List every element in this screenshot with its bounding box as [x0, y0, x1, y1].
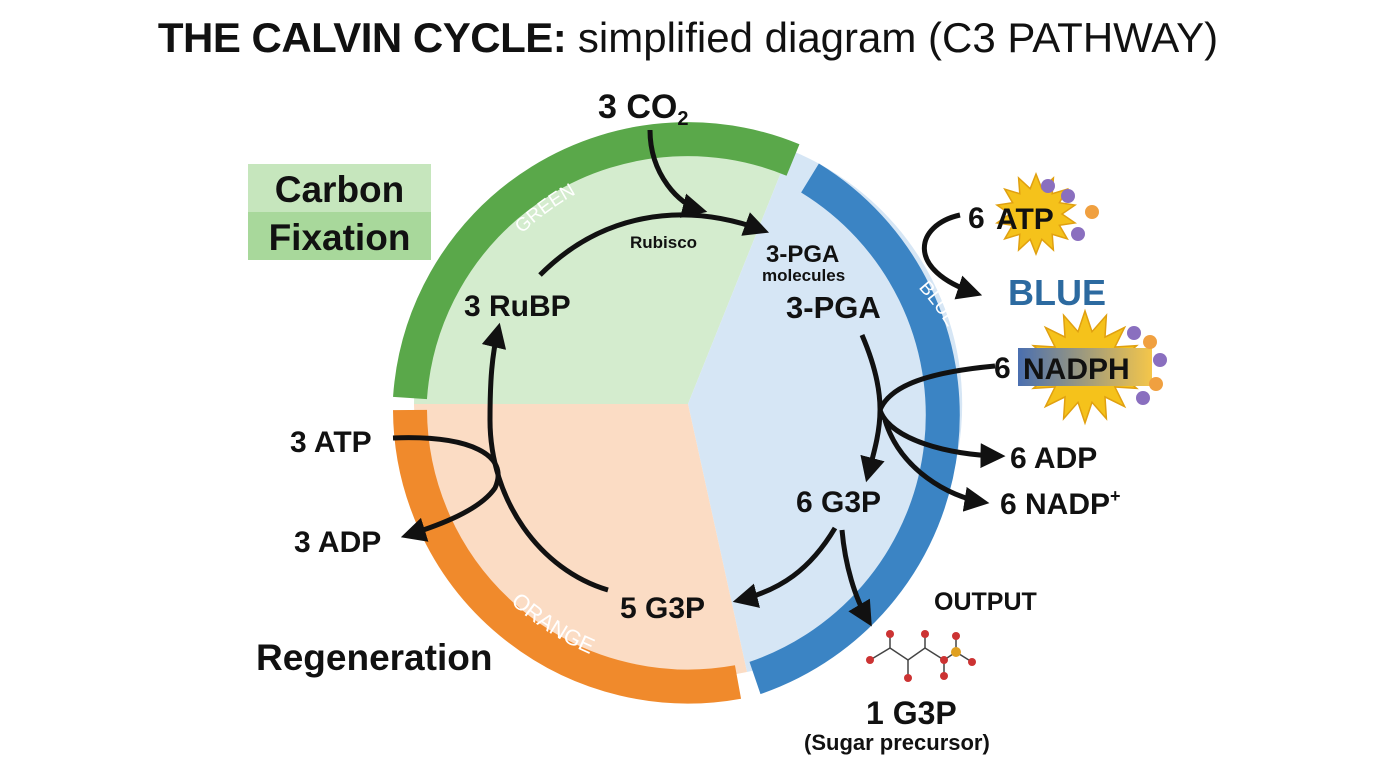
nadph-starburst-icon: [1018, 308, 1167, 426]
rubp-to-pga-arrow: [538, 212, 770, 277]
nadp-out-arrow: [882, 419, 990, 512]
g3p-to-5g3p-arrow: [732, 526, 838, 608]
g3p-1-label: 1 G3P: [866, 695, 957, 731]
regeneration-ring: [393, 409, 742, 704]
adp-out-arrow: [877, 408, 1006, 469]
atp-regen-label: 3 ATP: [290, 426, 372, 459]
nadph-label: NADPH: [1023, 353, 1130, 386]
g3p-output-arrow: [839, 529, 872, 627]
nadph-in-arrow: [877, 363, 996, 412]
g3p-molecule-icon: [866, 630, 976, 682]
output-label: OUTPUT: [934, 588, 1037, 616]
pga-top-label: 3-PGA: [766, 241, 839, 268]
carbon-fixation-label: Carbon Fixation: [248, 164, 431, 260]
regen-to-rubp-arrow: [481, 322, 609, 593]
regeneration-label: Regeneration: [256, 637, 492, 678]
title: THE CALVIN CYCLE: simplified diagram (C3…: [0, 14, 1376, 62]
g3p-6-label: 6 G3P: [796, 486, 881, 519]
rubisco-label: Rubisco: [630, 233, 697, 252]
atp-in-count: 6: [968, 202, 985, 235]
nadp-out-label: 6 NADP+: [1000, 486, 1121, 521]
rubp-label: 3 RuBP: [464, 290, 571, 323]
pga-mid-label: 3-PGA: [786, 290, 881, 325]
atp-in-label: ATP: [996, 203, 1054, 236]
title-normal: simplified diagram (C3 PATHWAY): [577, 14, 1219, 61]
atp-in-arrow: [921, 212, 983, 300]
nadph-count: 6: [994, 352, 1011, 385]
pga-molecules-label: molecules: [762, 266, 845, 285]
adp-regen-label: 3 ADP: [294, 526, 381, 559]
sugar-precursor-label: (Sugar precursor): [804, 730, 990, 755]
fixation-ring: [393, 122, 800, 400]
title-bold: THE CALVIN CYCLE:: [157, 14, 567, 61]
co2-label: 3 CO2: [598, 88, 688, 130]
blue-side-label: BLUE: [1008, 272, 1106, 313]
reduction-ring: [749, 163, 960, 695]
co2-arrow: [647, 129, 708, 218]
atp-regen-arrow: [392, 435, 501, 542]
adp-out-label: 6 ADP: [1010, 442, 1097, 475]
carbon-fixation-line2: Fixation: [268, 217, 411, 258]
atp-starburst-icon: [995, 171, 1099, 257]
g3p-5-label: 5 G3P: [620, 592, 705, 625]
carbon-fixation-line1: Carbon: [274, 169, 405, 210]
